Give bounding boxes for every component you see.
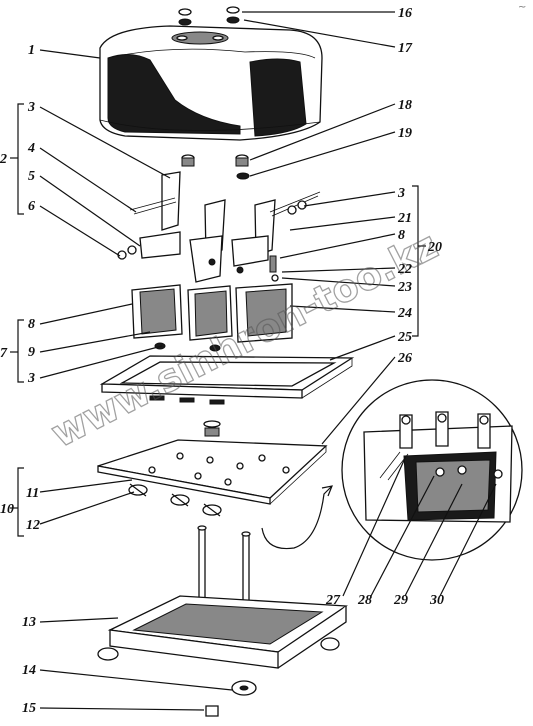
- label-30: 30: [429, 593, 444, 608]
- label-22: 22: [397, 262, 412, 277]
- gasket: [99, 355, 355, 405]
- label-24: 24: [397, 306, 412, 321]
- label-13: 13: [22, 615, 36, 630]
- label-4: 4: [27, 141, 35, 156]
- label-15: 15: [22, 701, 36, 716]
- label-8-right: 8: [398, 228, 405, 243]
- label-16: 16: [398, 6, 412, 21]
- inset-arrowhead: [321, 485, 333, 497]
- label-27: 27: [325, 593, 341, 608]
- label-23: 23: [397, 280, 412, 295]
- label-12: 12: [26, 518, 40, 533]
- corner-mark: ~: [518, 2, 526, 13]
- leader-lines: [39, 11, 497, 711]
- inset-arrow: [261, 485, 333, 550]
- inset-detail: [341, 379, 523, 561]
- part-number-labels: 1 3 2 4 5 6 8 7 9 3 11 10 12 13 14 15 16…: [0, 6, 444, 716]
- label-10: 10: [0, 502, 14, 517]
- label-19: 19: [398, 126, 412, 141]
- label-5: 5: [28, 169, 35, 184]
- label-28: 28: [357, 593, 372, 608]
- top-fasteners: [178, 6, 250, 180]
- label-7: 7: [0, 346, 8, 361]
- label-18: 18: [398, 98, 412, 113]
- label-29: 29: [393, 593, 408, 608]
- base-frame: [97, 595, 348, 717]
- label-6: 6: [28, 199, 35, 214]
- label-3-right: 3: [397, 186, 405, 201]
- label-9: 9: [28, 345, 35, 360]
- label-21: 21: [397, 211, 412, 226]
- label-14: 14: [22, 663, 36, 678]
- relay-coils: [131, 283, 293, 352]
- cover: [99, 25, 323, 141]
- label-8-left: 8: [28, 317, 35, 332]
- label-25: 25: [397, 330, 412, 345]
- relay-armatures: [117, 171, 321, 283]
- label-26: 26: [397, 351, 412, 366]
- label-3-top: 3: [27, 100, 35, 115]
- label-17: 17: [398, 41, 413, 56]
- label-2: 2: [0, 152, 7, 167]
- label-11: 11: [26, 486, 39, 501]
- label-1: 1: [28, 43, 35, 58]
- contact-plate: [97, 420, 328, 517]
- label-20: 20: [427, 240, 442, 255]
- label-3-mid: 3: [27, 371, 35, 386]
- group-brackets: [10, 103, 426, 537]
